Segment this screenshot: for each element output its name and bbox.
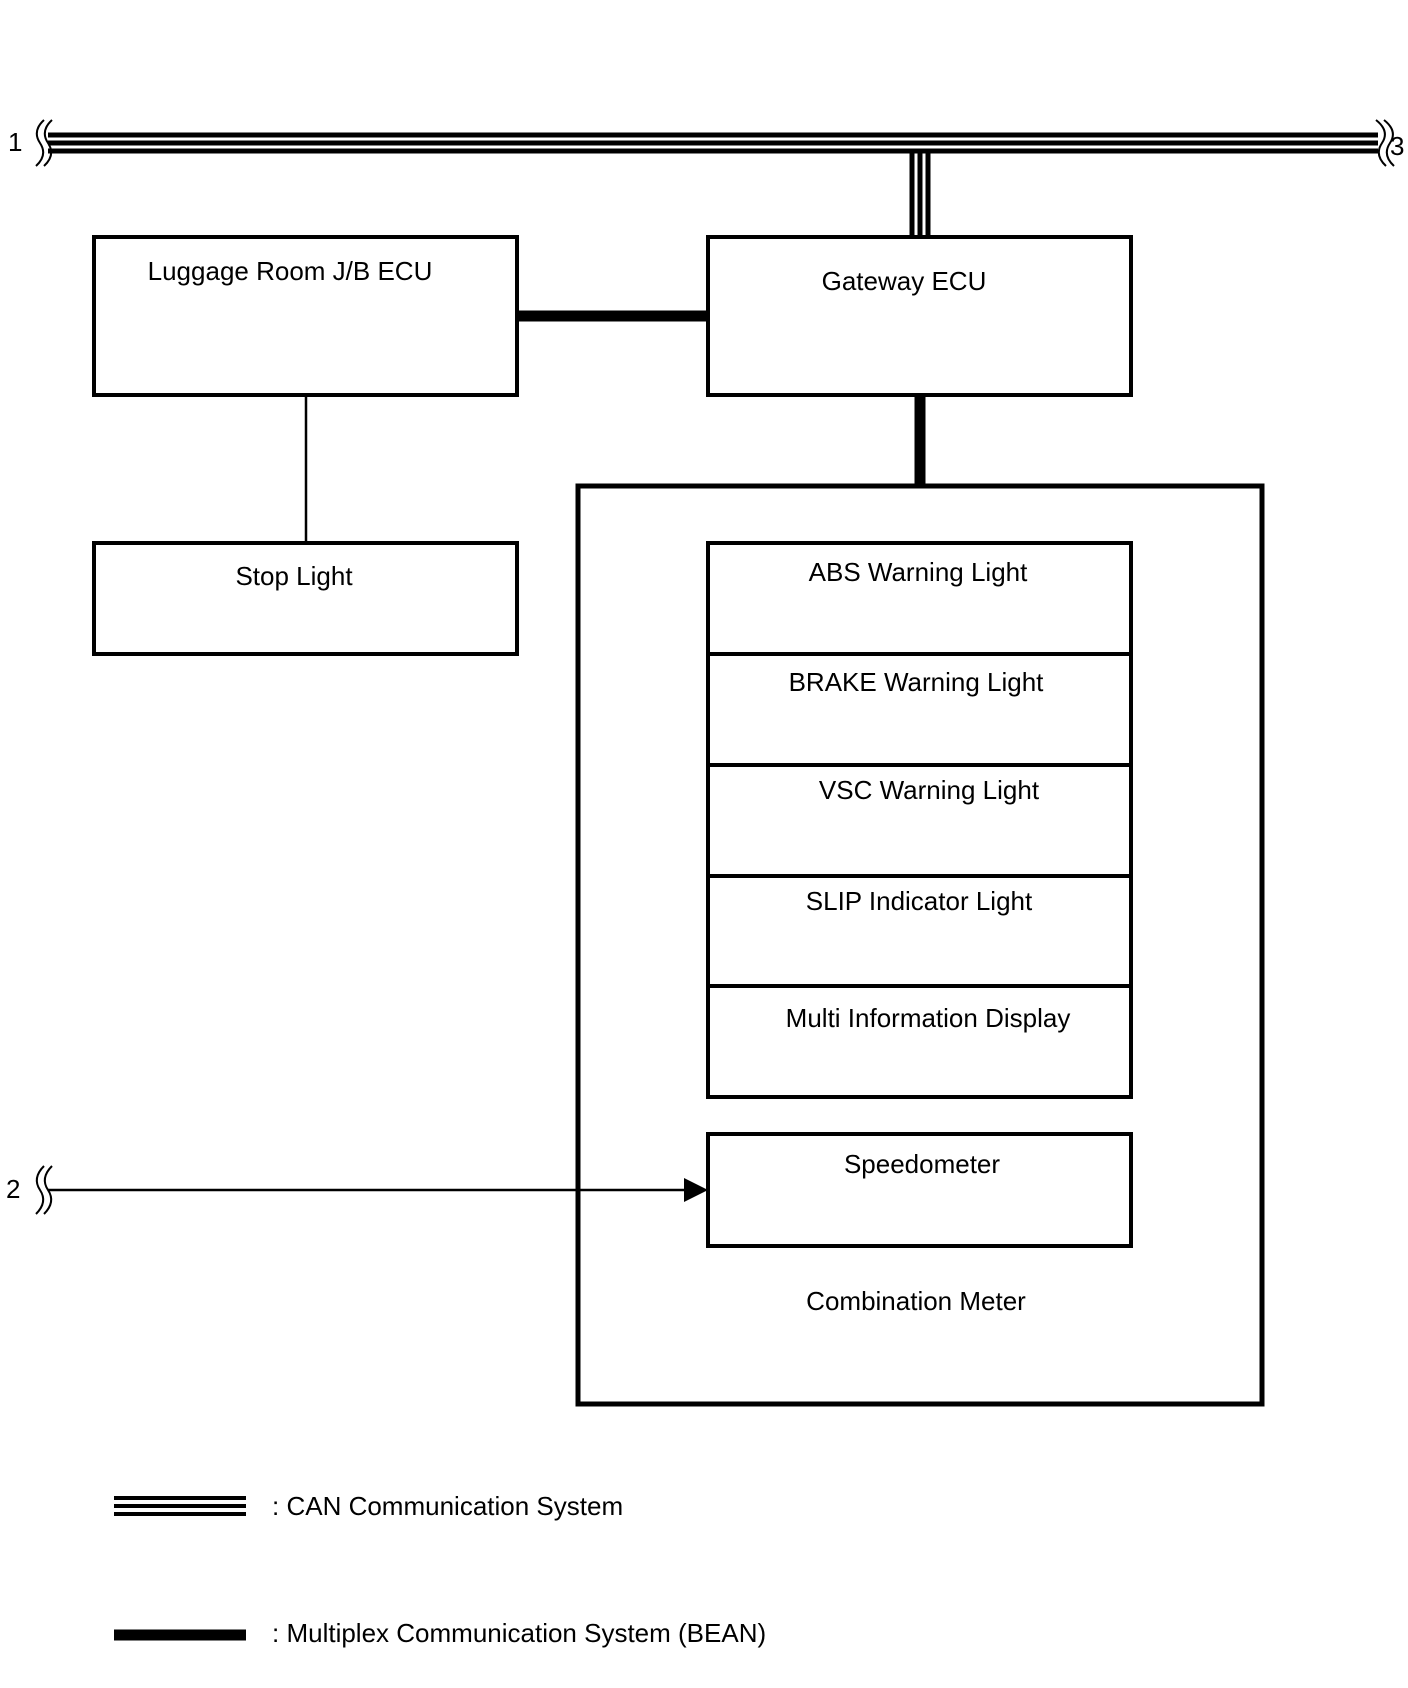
- legend-can-swatch: [114, 1496, 246, 1516]
- reference-2: 2: [6, 1174, 21, 1204]
- slip-indicator-light-label: SLIP Indicator Light: [805, 886, 1033, 916]
- reference-1: 1: [8, 127, 23, 157]
- can-bus: [48, 132, 1378, 154]
- brake-warning-light-label: BRAKE Warning Light: [788, 667, 1044, 697]
- combination-meter-label: Combination Meter: [806, 1286, 1026, 1316]
- vsc-warning-light-label: VSC Warning Light: [818, 775, 1040, 805]
- legend-can-label: : CAN Communication System: [272, 1491, 624, 1521]
- break-mark-right-top: [1375, 119, 1395, 167]
- abs-warning-light-label: ABS Warning Light: [808, 557, 1028, 587]
- multi-information-display-box: [706, 984, 1133, 1099]
- luggage-room-jb-ecu-box: [92, 235, 519, 397]
- legend-bean-label: : Multiplex Communication System (BEAN): [272, 1618, 767, 1648]
- speed-signal-arrowhead: [684, 1178, 708, 1202]
- stop-light-box: [92, 541, 519, 656]
- combination-meter-box: [575, 483, 1265, 1407]
- warning-light-stack: [706, 541, 1133, 1099]
- break-mark-left-top: [35, 119, 53, 167]
- gateway-ecu-box: [706, 235, 1133, 397]
- stop-light-label: Stop Light: [235, 561, 353, 591]
- can-drop-to-gateway: [909, 151, 931, 237]
- speedometer-label: Speedometer: [843, 1149, 1001, 1179]
- reference-3: 3: [1390, 131, 1405, 161]
- gateway-ecu-label: Gateway ECU: [821, 266, 987, 296]
- multi-information-display-label: Multi Information Display: [785, 1003, 1071, 1033]
- luggage-room-jb-ecu-label: Luggage Room J/B ECU: [147, 256, 433, 286]
